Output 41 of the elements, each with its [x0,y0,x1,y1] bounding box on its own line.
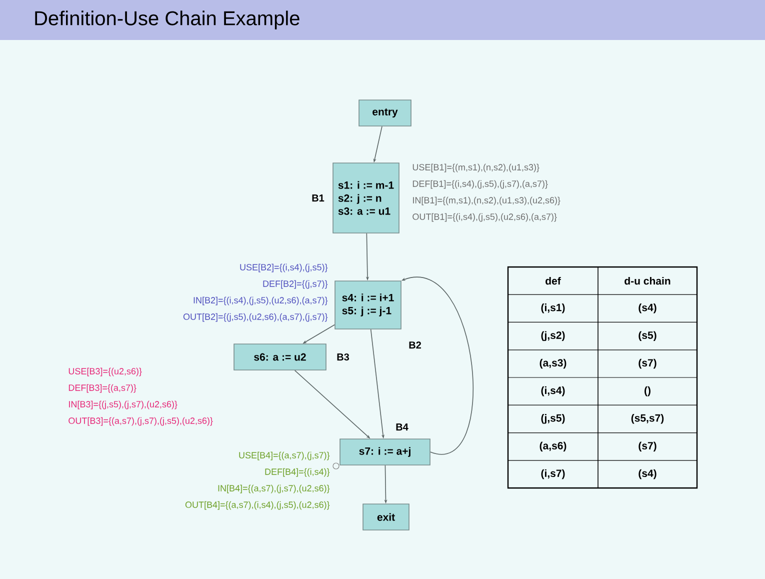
table-cell: (s4) [638,469,656,480]
block-box: exit [362,504,410,530]
set-equation: DEF[B4]={(i,s4)} [265,468,330,477]
table-cell: (s5,s7) [631,414,664,424]
block-box: s4: i := i+1 s5: j := j-1 [334,280,402,330]
table-cell: (i,s1) [541,304,565,314]
block-box: entry [358,100,412,126]
set-equation: OUT[B2]={(j,s5),(u2,s6),(a,s7),(j,s7)} [183,313,328,322]
table-cell: () [644,386,650,396]
block-label: B1 [312,194,324,202]
table-cell: (i,s7) [541,469,565,480]
set-equation: OUT[B4]={(a,s7),(i,s4),(j,s5),(u2,s6)} [185,501,330,510]
table-cell: (s5) [638,331,656,341]
table-cell: (j,s2) [541,331,565,341]
block-box: s7: i := a+j [340,438,430,466]
block-label: B2 [409,342,421,348]
set-equation: USE[B3]={(u2,s6)} [68,368,142,376]
set-equation: DEF[B3]={(a,s7)} [68,384,136,393]
table-cell: d-u chain [624,276,670,285]
set-equation: USE[B2]={(i,s4),(j,s5)} [240,264,328,272]
block-label: B3 [337,353,350,361]
block-label: B4 [396,424,408,430]
table-cell: (a,s6) [540,442,566,452]
table-cell: (i,s4) [541,386,565,396]
set-equation: DEF[B1]={(i,s4),(j,s5),(j,s7),(a,s7)} [412,180,548,189]
slide-title: Definition-Use Chain Example [35,10,300,30]
table-cell: def [546,276,561,285]
table-cell: (s7) [638,442,656,452]
set-equation: USE[B4]={(a,s7),(j,s7)} [239,452,330,460]
set-equation: IN[B3]={(j,s5),(j,s7),(u2,s6)} [69,400,178,410]
set-equation: OUT[B3]={(a,s7),(j,s7),(j,s5),(u2,s6)} [68,417,213,426]
table-cell: (s4) [638,304,656,314]
set-equation: USE[B1]={(m,s1),(n,s2),(u1,s3)} [412,164,540,172]
set-equation: IN[B1]={(m,s1),(n,s2),(u1,s3),(u2,s6)} [413,196,560,206]
set-equation: OUT[B1]={(i,s4),(j,s5),(u2,s6),(a,s7)} [412,213,557,222]
block-box: s6: a := u2 [234,344,326,370]
table-cell: (j,s5) [541,414,565,424]
table-cell: (s7) [638,358,656,369]
table-cell: (a,s3) [540,358,566,369]
set-equation: IN[B4]={(a,s7),(j,s7),(u2,s6)} [218,484,330,494]
block-box: s1: i := m-1 s2: j := n s3: a := u1 [332,162,400,234]
